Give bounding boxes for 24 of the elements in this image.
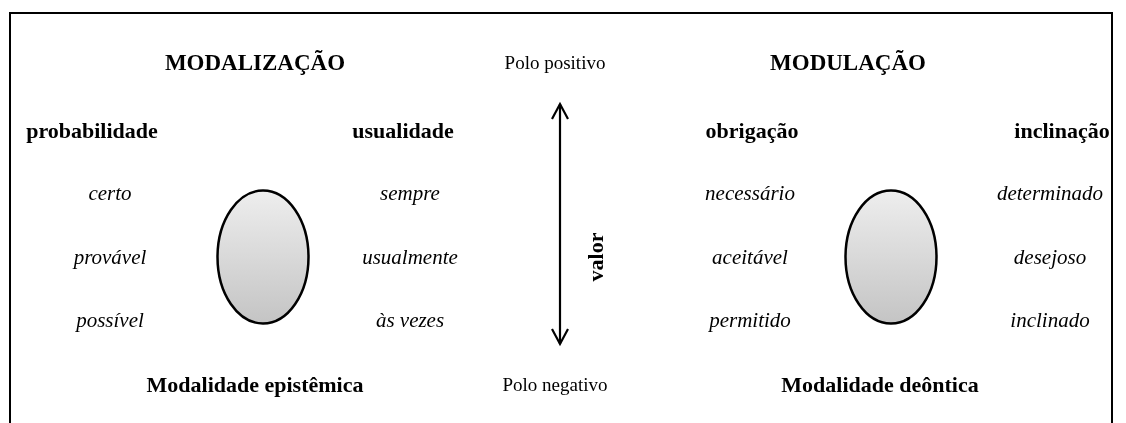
subheading: inclinação [1014,118,1110,144]
pole-label: Polo positivo [504,52,606,74]
subheading: usualidade [352,118,454,144]
pole-label: Polo negativo [502,374,608,396]
double-arrow [550,102,570,346]
scale-term: certo [88,180,132,206]
subheading: Modalidade deôntica [781,372,979,398]
scale-term: determinado [996,180,1104,206]
scale-term: inclinado [1010,307,1090,333]
scale-term: aceitável [712,244,788,270]
scale-term: permitido [709,307,791,333]
scale-term: às vezes [375,307,445,333]
subheading: probabilidade [26,118,158,144]
category-heading: MODALIZAÇÃO [164,50,346,76]
scale-term: sempre [380,180,440,206]
scale-term: usualmente [362,244,458,270]
scale-term: provável [73,244,147,270]
subheading: obrigação [705,118,799,144]
category-heading: MODULAÇÃO [770,50,926,76]
scale-term: possível [76,307,144,333]
axis-label: valor [583,232,609,282]
scale-term: desejoso [1013,244,1087,270]
scale-term: necessário [705,180,795,206]
subheading: Modalidade epistêmica [146,372,364,398]
